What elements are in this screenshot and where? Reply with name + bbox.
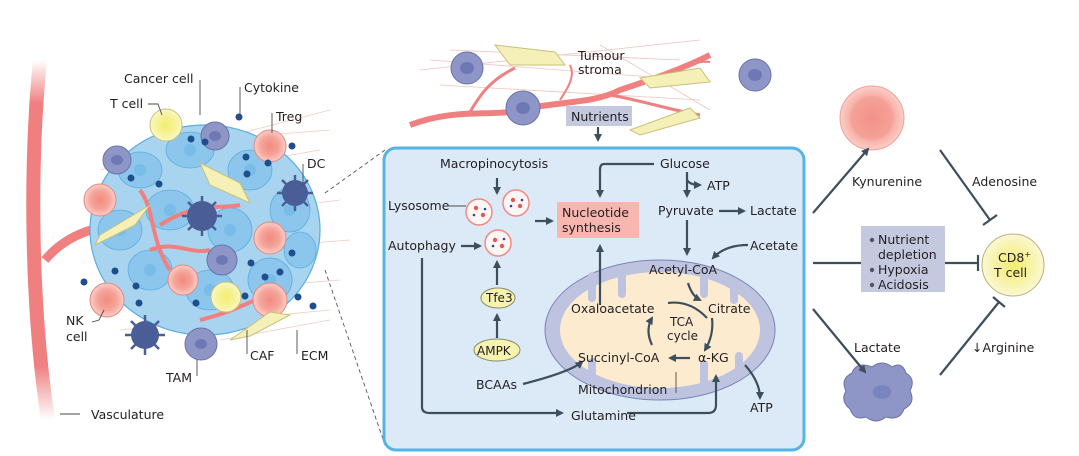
caf	[93, 161, 292, 341]
label-kynurenine: Kynurenine	[852, 174, 922, 189]
label-caf: CAF	[250, 348, 274, 363]
label-nk-cell-1: NK	[66, 313, 84, 328]
label-autophagy: Autophagy	[388, 238, 456, 253]
label-arginine: ↓Arginine	[972, 340, 1035, 355]
nucleotide-synthesis-box	[557, 202, 639, 238]
label-cytokine: Cytokine	[244, 80, 299, 95]
label-cd8: CD8+	[998, 250, 1031, 265]
vasculature	[26, 59, 55, 422]
label-cancer-cell: Cancer cell	[124, 71, 194, 86]
condition-hypoxia: Hypoxia	[878, 262, 929, 277]
treg	[253, 221, 287, 255]
label-vasculature: Vasculature	[91, 407, 164, 422]
label-bcaas: BCAAs	[476, 377, 517, 392]
label-nk-cell-2: cell	[66, 329, 88, 344]
label-acetate: Acetate	[750, 238, 798, 253]
label-dc: DC	[307, 156, 326, 171]
nutrients-box	[566, 106, 632, 126]
label-succinyl-coa: Succinyl-CoA	[578, 350, 660, 365]
t-cell	[149, 108, 183, 142]
label-t-cell: T cell	[109, 96, 143, 111]
label-citrate: Citrate	[708, 301, 751, 316]
t-cell	[210, 281, 242, 313]
label-oxaloacetate: Oxaloacetate	[571, 301, 655, 316]
condition-nutrient: Nutrient	[878, 232, 929, 247]
label-nucleotide-1: Nucleotide	[562, 205, 629, 220]
tumour-stroma: Tumour stroma Nutrients	[408, 39, 772, 142]
label-lactate-cell: Lactate	[750, 203, 797, 218]
treg	[167, 264, 199, 296]
label-cd8-t-cell: T cell	[993, 265, 1027, 280]
conditions-box	[861, 226, 945, 292]
condition-acidosis: Acidosis	[878, 277, 929, 292]
label-tam: TAM	[165, 370, 192, 385]
label-nutrients: Nutrients	[571, 109, 629, 124]
label-acetyl-coa: Acetyl-CoA	[649, 262, 718, 277]
label-glucose: Glucose	[660, 156, 710, 171]
tfe3-node	[480, 287, 516, 309]
label-macropinocytosis: Macropinocytosis	[440, 156, 548, 171]
zoom-lines	[324, 149, 386, 446]
label-mitochondrion: Mitochondrion	[578, 382, 667, 397]
label-tca-2: cycle	[667, 329, 698, 343]
condition-depletion: depletion	[878, 247, 937, 262]
label-ampk: AMPK	[477, 344, 512, 358]
treg-cell	[839, 85, 905, 151]
label-atp-glycolysis: ATP	[707, 178, 730, 193]
treg	[253, 129, 287, 163]
label-lysosome: Lysosome	[388, 198, 450, 213]
cancer-cell-metabolism-panel: Nucleotide synthesis Tfe3 AMPK	[382, 146, 806, 452]
label-tfe3: Tfe3	[485, 291, 513, 305]
treg	[83, 183, 117, 217]
ampk-node	[473, 338, 521, 362]
leader-lines	[60, 80, 304, 415]
label-tca-1: TCA	[669, 315, 694, 329]
immune-suppression-panel: CD8+ T cell Nutrient depletion Hypoxia A…	[812, 85, 1045, 422]
label-lactate-right: Lactate	[854, 340, 901, 355]
mitochondrion	[544, 259, 776, 401]
label-tumour-stroma-2: stroma	[578, 62, 622, 77]
label-ecm: ECM	[301, 348, 328, 363]
nk-cell	[89, 282, 125, 318]
label-adenosine: Adenosine	[972, 174, 1037, 189]
label-pyruvate: Pyruvate	[658, 203, 714, 218]
label-treg: Treg	[275, 109, 302, 124]
lysosome	[465, 189, 530, 257]
cytokines	[80, 113, 317, 310]
cd8-t-cell	[981, 233, 1045, 297]
label-tumour-stroma-1: Tumour	[577, 48, 625, 63]
stroma-caf	[493, 44, 711, 136]
label-glutamine: Glutamine	[571, 408, 636, 423]
label-nucleotide-2: synthesis	[562, 220, 621, 235]
label-alpha-kg: α-KG	[698, 350, 729, 365]
label-atp-mito: ATP	[750, 400, 773, 415]
tumour-microenvironment: Cancer cell Cytokine T cell Treg DC NK c…	[26, 59, 351, 422]
